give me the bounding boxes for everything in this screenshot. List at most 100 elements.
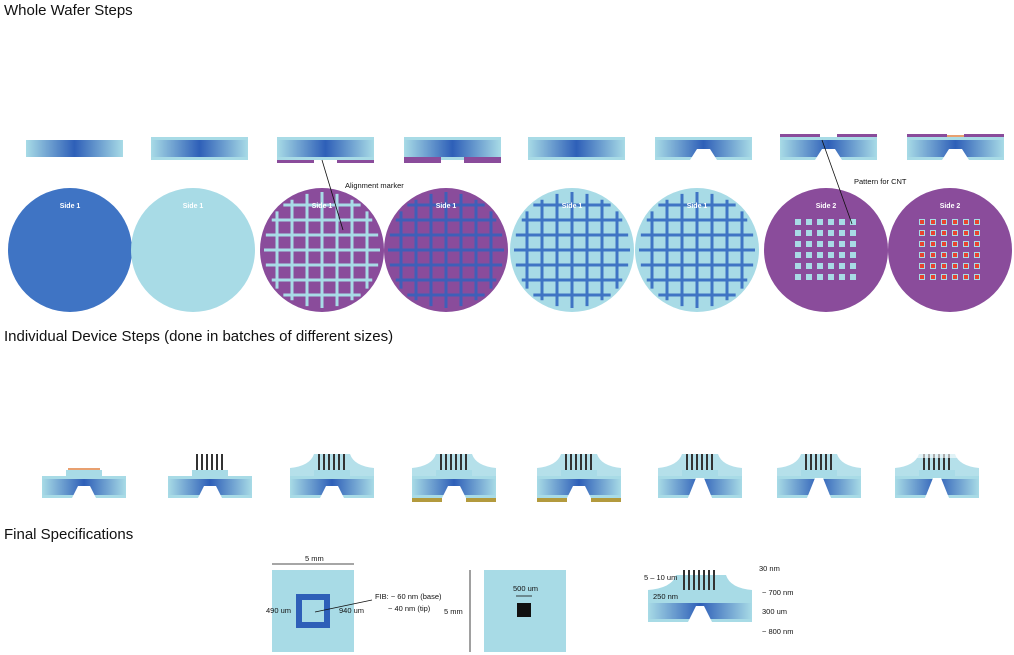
- cnt: [805, 454, 807, 470]
- back-window: [517, 603, 531, 617]
- cnt: [570, 454, 572, 470]
- kapton-tape: [591, 498, 621, 502]
- wafer-cross-sections: [26, 134, 1004, 163]
- side-label: Side 1: [687, 203, 708, 210]
- cnt: [575, 454, 577, 470]
- side-label: Side 1: [183, 203, 204, 210]
- cnt: [686, 454, 688, 470]
- catalyst-dot: [942, 264, 946, 268]
- catalyst-dot: [920, 242, 924, 246]
- catalyst-dot: [964, 242, 968, 246]
- catalyst-dot: [953, 253, 957, 257]
- cnt: [708, 570, 710, 590]
- pattern-square: [817, 219, 823, 225]
- sin-infiltration: [412, 454, 496, 476]
- wafer-cross-section: [907, 134, 1004, 160]
- koh-back-etch: [807, 478, 831, 498]
- rie-opening: [917, 452, 957, 458]
- cnt: [933, 454, 935, 470]
- wafer-disk: Side 1: [8, 188, 132, 312]
- photoresist: [964, 134, 1004, 137]
- pattern-square: [817, 274, 823, 280]
- pattern-square: [795, 274, 801, 280]
- cnt: [580, 454, 582, 470]
- cnt: [333, 454, 335, 470]
- cnt: [460, 454, 462, 470]
- pattern-square: [806, 274, 812, 280]
- catalyst-dot: [953, 220, 957, 224]
- catalyst-dot: [931, 231, 935, 235]
- pattern-square: [850, 252, 856, 258]
- koh-pit: [815, 149, 842, 160]
- cnt: [440, 454, 442, 470]
- sin-infiltration: [290, 454, 374, 476]
- cnt: [820, 454, 822, 470]
- pattern-square: [806, 241, 812, 247]
- photoresist: [837, 134, 877, 137]
- catalyst-dot: [931, 264, 935, 268]
- sin-infiltration: [777, 454, 861, 476]
- sin-infiltration: [895, 454, 979, 476]
- section-title-whole-wafer: Whole Wafer Steps: [4, 2, 133, 19]
- final-cross-section: [648, 570, 752, 622]
- catalyst-dot: [953, 264, 957, 268]
- cnt: [698, 570, 700, 590]
- si-substrate: [277, 140, 374, 157]
- catalyst-dot: [953, 275, 957, 279]
- catalyst-dot: [942, 220, 946, 224]
- catalyst-dot: [975, 231, 979, 235]
- alignment-marker-pointer: [321, 159, 344, 231]
- cnt: [206, 454, 208, 470]
- side-label: Side 1: [312, 203, 333, 210]
- pattern-for-cnt-label: Pattern for CNT: [854, 177, 907, 186]
- device-cross-section: [658, 454, 742, 498]
- photoresist: [907, 134, 947, 137]
- catalyst-dot: [942, 275, 946, 279]
- pattern-square: [850, 274, 856, 280]
- cnt: [343, 454, 345, 470]
- si-substrate: [404, 140, 501, 157]
- cnt: [565, 454, 567, 470]
- cnt: [815, 454, 817, 470]
- catalyst-dot: [953, 242, 957, 246]
- pattern-square: [850, 263, 856, 269]
- wafer-circle: [131, 188, 255, 312]
- pattern-square: [828, 252, 834, 258]
- pattern-square: [817, 241, 823, 247]
- cnt: [810, 454, 812, 470]
- wafer-disk: Side 1: [260, 188, 384, 312]
- pattern-square: [850, 230, 856, 236]
- device-cross-section: [412, 454, 496, 502]
- catalyst-dot: [920, 275, 924, 279]
- kapton-tape: [537, 498, 567, 502]
- wafer-cross-section: [404, 137, 501, 163]
- section-title-individual-device: Individual Device Steps (done in batches…: [4, 328, 394, 345]
- pattern-square: [817, 252, 823, 258]
- thick-300-label: 300 um: [762, 607, 787, 616]
- koh-pit: [198, 486, 222, 498]
- pattern-square: [850, 241, 856, 247]
- catalyst-dot: [953, 231, 957, 235]
- cnt: [948, 454, 950, 470]
- si-substrate: [151, 140, 248, 157]
- cnt: [211, 454, 213, 470]
- device-cross-section: [168, 454, 252, 498]
- pattern-square: [839, 263, 845, 269]
- photoresist: [404, 157, 441, 163]
- catalyst-dot: [975, 242, 979, 246]
- catalyst-dot: [920, 253, 924, 257]
- catalyst-dot: [964, 253, 968, 257]
- pattern-square: [839, 252, 845, 258]
- pattern-square: [795, 241, 801, 247]
- device-cross-sections: [42, 452, 979, 502]
- cnt: [221, 454, 223, 470]
- pattern-square: [839, 219, 845, 225]
- section-title-final-specs: Final Specifications: [4, 526, 134, 543]
- cnt: [825, 454, 827, 470]
- cnt: [465, 454, 467, 470]
- catalyst-dot: [942, 242, 946, 246]
- wafer-circle: [8, 188, 132, 312]
- wafer-disk: Side 1: [510, 188, 634, 312]
- top-width-label: 5 mm: [305, 554, 324, 563]
